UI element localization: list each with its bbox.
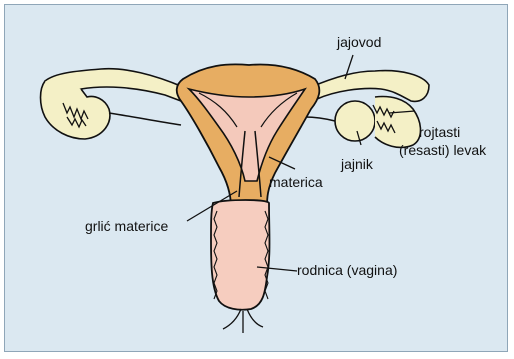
reproductive-anatomy-diagram: jajovod rojtasti (resasti) levak jajnik … <box>5 5 509 353</box>
diagram-panel: jajovod rojtasti (resasti) levak jajnik … <box>4 4 508 352</box>
label-jajnik: jajnik <box>340 156 374 172</box>
label-grlic-materice: grlić materice <box>85 218 168 234</box>
right-ovarian-ligament <box>305 117 335 121</box>
vulva-lines <box>223 309 263 333</box>
label-materica: materica <box>269 174 323 190</box>
left-fimbriae <box>41 81 110 139</box>
left-ovarian-ligament <box>109 113 181 125</box>
right-fimbriae <box>375 97 421 148</box>
right-fallopian-tube <box>311 71 429 102</box>
label-jajovod: jajovod <box>336 34 381 50</box>
vagina <box>211 200 270 310</box>
right-ovary <box>335 101 375 141</box>
label-rodnica: rodnica (vagina) <box>297 262 397 278</box>
label-rojtasti-line1: rojtasti <box>419 124 460 140</box>
label-rojtasti-line2: (resasti) levak <box>399 142 487 158</box>
